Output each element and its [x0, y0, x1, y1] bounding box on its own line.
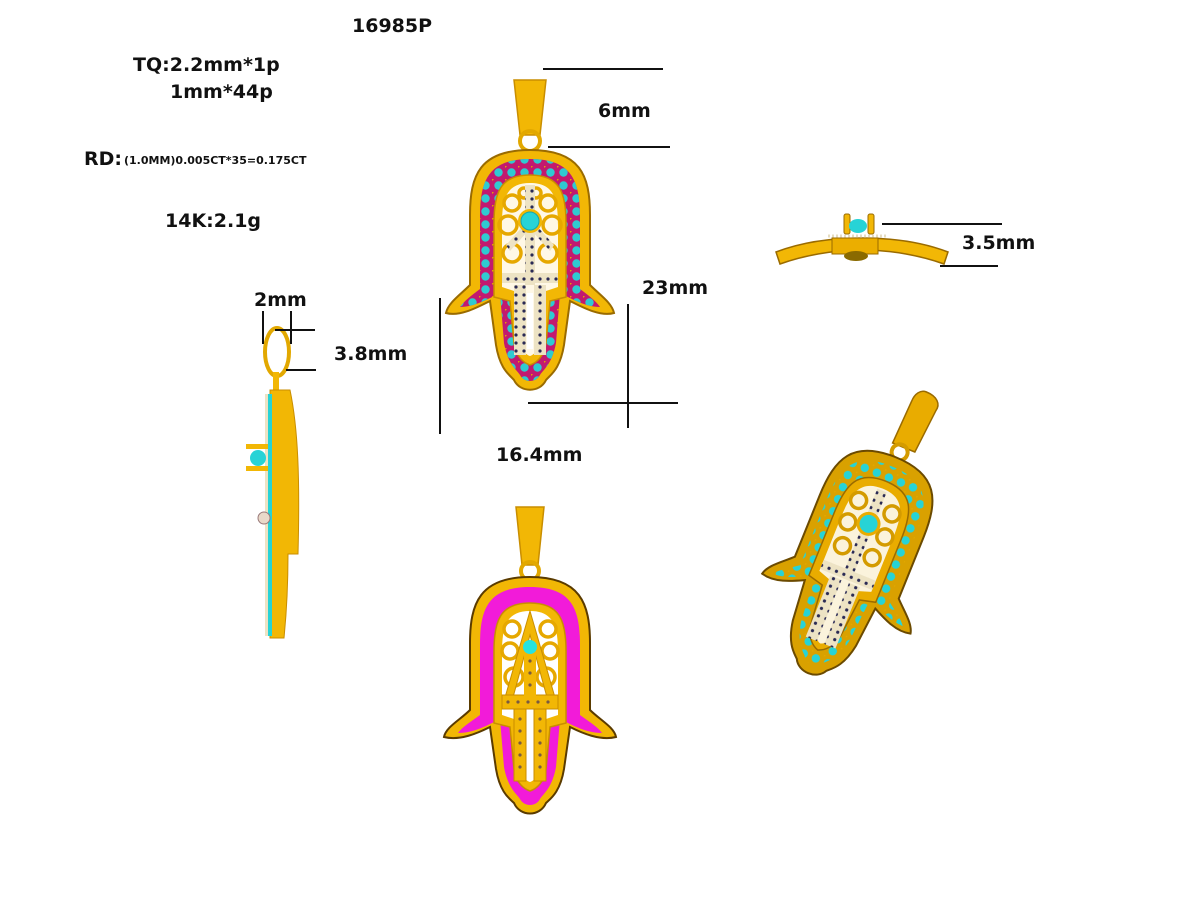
model-number: 16985P	[352, 15, 433, 37]
rd-label: RD:	[84, 148, 122, 170]
dim-label-thickness: 3.5mm	[962, 232, 1036, 254]
dim-line-bail-opening-bottom	[286, 369, 316, 371]
dim-line-bail-opening-top	[275, 329, 315, 331]
perspective-view	[760, 390, 939, 676]
dim-line-bail-top	[543, 68, 663, 70]
dim-label-total-height: 23mm	[642, 277, 709, 299]
metal-weight: 14K:2.1g	[165, 210, 262, 232]
dim-line-height-vertical	[627, 304, 629, 428]
dim-line-thickness-bottom	[940, 265, 998, 267]
dim-line-bail-bottom	[548, 146, 670, 148]
tq-line-1: 2.2mm*1p	[169, 54, 280, 76]
dim-line-height-bottom	[528, 402, 678, 404]
rd-value: (1.0MM)0.005CT*35=0.175CT	[124, 154, 307, 167]
front-view-turquoise	[444, 79, 616, 391]
side-view	[246, 326, 300, 639]
dim-label-width: 16.4mm	[496, 444, 583, 466]
tq-label: TQ:	[133, 54, 170, 76]
dim-line-width-left	[439, 298, 441, 434]
dim-line-bail-left	[262, 311, 264, 344]
tq-line-2: 1mm*44p	[170, 81, 273, 103]
dim-line-thickness-top	[882, 223, 1002, 225]
top-view	[775, 213, 949, 265]
dim-label-bail-opening-width: 2mm	[254, 289, 307, 311]
dim-label-bail-height: 6mm	[598, 100, 651, 122]
dim-label-bail-opening-height: 3.8mm	[334, 343, 408, 365]
dim-line-bail-right	[290, 311, 292, 344]
tq-spec-label: TQ:2.2mm*1p	[133, 54, 280, 76]
back-view-enamel	[442, 506, 618, 815]
